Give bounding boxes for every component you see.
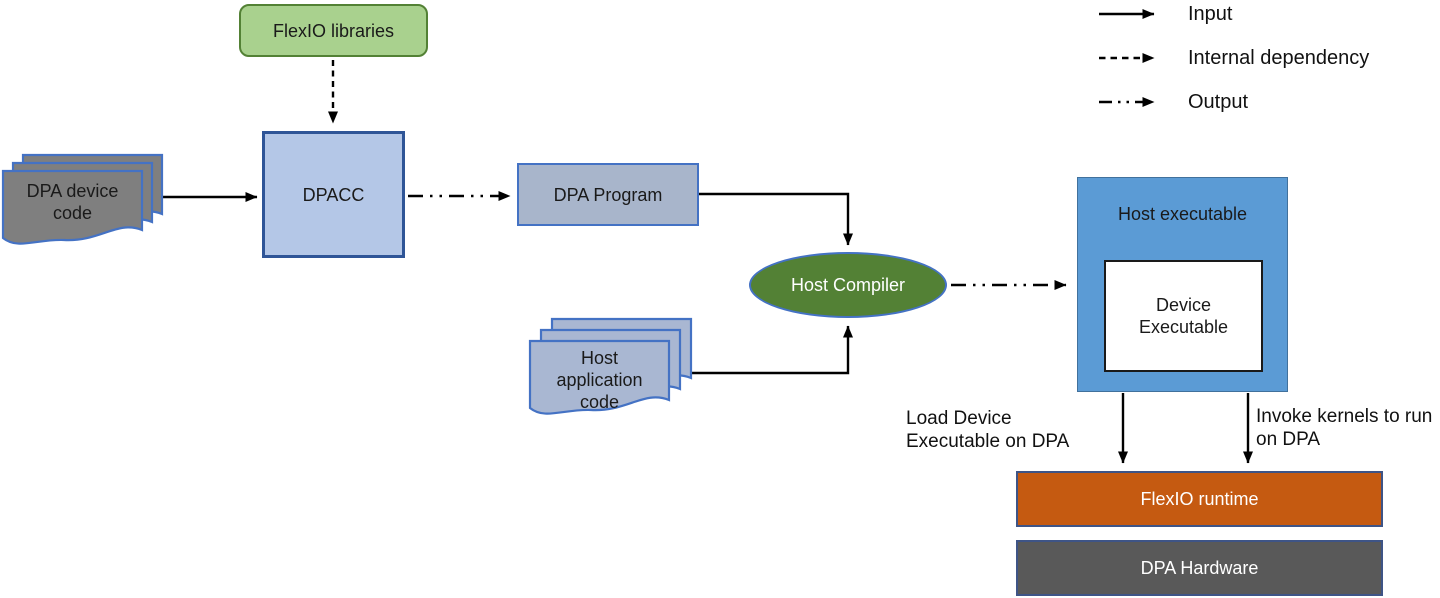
node-dpa-device-code-label: DPA device code [26,181,119,223]
node-dpacc: DPACC [262,131,405,258]
node-device-executable: Device Executable [1104,260,1263,372]
document-sheet-icon [528,339,671,415]
node-host-application-code: Host application code [528,317,693,418]
edge-host-app-to-host-compiler [691,325,853,375]
legend-item-output: Output [1098,89,1369,115]
node-dpa-device-code: DPA device code [1,153,164,254]
node-host-executable: Host executable Device Executable [1077,177,1288,392]
legend-label-input: Input [1188,2,1233,25]
node-flexio-libraries-label: FlexIO libraries [272,20,395,41]
node-dpa-hardware: DPA Hardware [1016,540,1383,596]
dashed-arrow-icon [1099,53,1155,63]
node-flexio-libraries: FlexIO libraries [239,4,428,57]
legend-item-internal-dependency: Internal dependency [1098,45,1369,71]
node-flexio-runtime: FlexIO runtime [1016,471,1383,527]
node-dpa-program-label: DPA Program [553,184,663,205]
edge-dpa-program-to-host-compiler [699,192,853,246]
dash-dot-arrow-icon [1099,97,1155,107]
node-host-application-code-label: Host application code [556,348,643,412]
legend-item-input: Input [1098,1,1369,27]
solid-arrow-icon [1099,9,1155,19]
node-flexio-runtime-label: FlexIO runtime [1140,489,1259,509]
document-sheet-icon [1,169,144,245]
node-host-executable-label: Host executable [1117,204,1248,224]
legend-label-output: Output [1188,90,1249,113]
node-host-compiler: Host Compiler [749,252,947,318]
node-dpa-program: DPA Program [517,163,699,226]
legend-label-internal-dependency: Internal dependency [1188,46,1370,69]
legend: Input Internal dependency Output [1098,1,1369,133]
node-dpacc-label: DPACC [302,184,365,205]
node-dpa-hardware-label: DPA Hardware [1140,558,1259,578]
annotation-invoke-kernels: Invoke kernels to run on DPA [1256,406,1433,450]
node-device-executable-label: Device Executable [1138,295,1229,337]
node-host-compiler-label: Host Compiler [790,275,906,295]
annotation-load-device-executable: Load Device Executable on DPA [906,408,1070,452]
